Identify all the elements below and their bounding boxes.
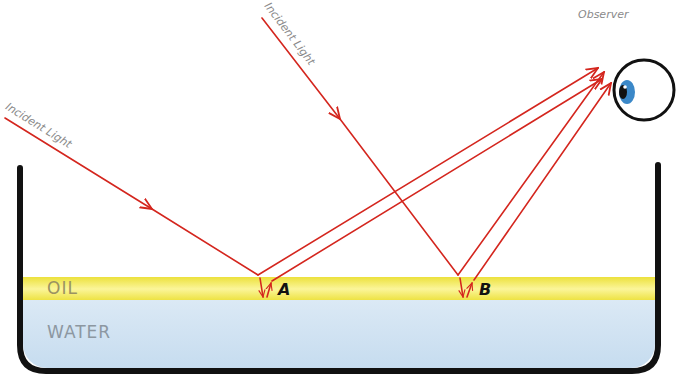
incident-ray xyxy=(5,118,258,275)
water-layer: WATER xyxy=(23,300,655,368)
point-label: B xyxy=(479,280,491,299)
reflected-ray xyxy=(458,72,604,275)
reflected-ray xyxy=(272,79,602,281)
container-outline xyxy=(20,165,658,371)
ray-label: Incident Light xyxy=(262,0,318,68)
refracted-ray xyxy=(267,283,271,297)
observer-label: Observer xyxy=(578,8,628,21)
refracted-ray xyxy=(460,278,463,297)
layer-name: WATER xyxy=(47,322,655,343)
observer-eye xyxy=(614,60,674,120)
oil-layer: OIL xyxy=(23,277,655,301)
reflected-ray xyxy=(474,83,611,280)
refracted-ray xyxy=(260,278,263,297)
reflected-ray xyxy=(258,68,598,275)
refracted-ray xyxy=(467,283,472,297)
point-label: A xyxy=(278,280,290,299)
incident-ray xyxy=(262,18,458,275)
layer-name: OIL xyxy=(47,278,655,299)
ray-label: Incident Light xyxy=(3,100,74,151)
